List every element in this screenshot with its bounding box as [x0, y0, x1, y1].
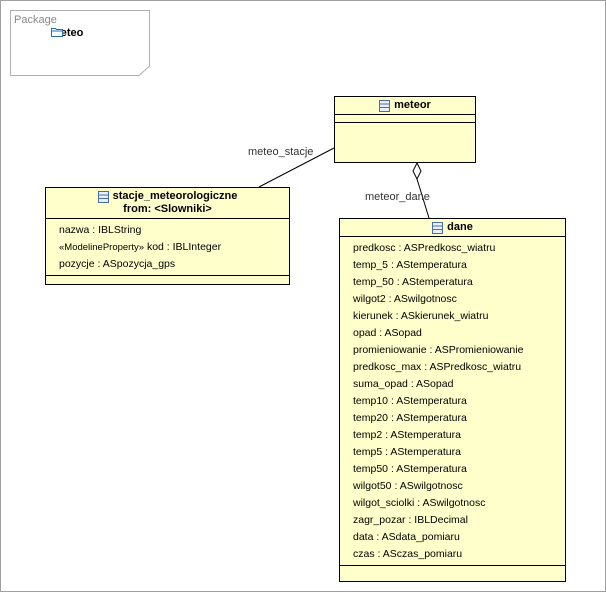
attributes-compartment: predkosc : ASPredkosc_wiatru temp_5 : ASt… — [340, 236, 565, 565]
class-header: meteor — [335, 97, 475, 114]
attribute[interactable]: wilgot50 : ASwilgotnosc — [353, 480, 463, 492]
class-icon — [432, 221, 444, 234]
class-icon — [379, 99, 391, 112]
attribute[interactable]: temp_5 : AStemperatura — [353, 259, 467, 271]
attribute[interactable]: opad : ASopad — [353, 327, 422, 339]
class-icon — [97, 190, 109, 203]
class-from: from: <Slowniki> — [123, 203, 212, 215]
package-shape — [10, 10, 150, 76]
attribute[interactable]: temp10 : AStemperatura — [353, 395, 467, 407]
attributes-compartment: nazwa : IBLString «ModelineProperty» kod… — [46, 218, 289, 275]
attribute[interactable]: suma_opad : ASopad — [353, 378, 454, 390]
attribute[interactable]: temp20 : AStemperatura — [353, 412, 467, 424]
attribute[interactable]: temp_50 : AStemperatura — [353, 276, 473, 288]
class-header: dane — [340, 219, 565, 236]
attribute[interactable]: predkosc_max : ASPredkosc_wiatru — [353, 361, 522, 373]
package-label: Package — [14, 14, 57, 26]
class-header: stacje_meteorologiczne from: <Slowniki> — [46, 188, 289, 218]
attribute[interactable]: pozycje : ASpozycja_gps — [59, 258, 176, 270]
attribute[interactable]: temp5 : AStemperatura — [353, 446, 461, 458]
attribute[interactable]: temp50 : AStemperatura — [353, 463, 467, 475]
attribute[interactable]: zagr_pozar : IBLDecimal — [353, 514, 468, 526]
attribute[interactable]: kierunek : ASkierunek_wiatru — [353, 310, 489, 322]
operations-compartment — [340, 565, 565, 566]
attribute[interactable]: promieniowanie : ASPromieniowanie — [353, 344, 524, 356]
attribute[interactable]: czas : ASczas_pomiaru — [353, 548, 463, 560]
package-name[interactable]: meteo — [51, 27, 83, 39]
class-dane[interactable]: dane predkosc : ASPredkosc_wiatru temp_5 … — [339, 218, 566, 582]
attribute[interactable]: nazwa : IBLString — [59, 224, 142, 236]
attribute[interactable]: data : ASdata_pomiaru — [353, 531, 460, 543]
attribute[interactable]: wilgot2 : ASwilgotnosc — [353, 293, 457, 305]
package-frame[interactable]: Package meteo — [10, 10, 150, 76]
class-name: stacje_meteorologiczne — [112, 190, 238, 202]
attribute-stereotype: «ModelineProperty» — [59, 242, 145, 253]
folder-icon — [51, 28, 63, 37]
class-name: dane — [447, 221, 473, 233]
aggregation-diamond — [412, 161, 422, 181]
operations-compartment — [46, 275, 289, 276]
attribute[interactable]: predkosc : ASPredkosc_wiatru — [353, 242, 496, 254]
class-name: meteor — [394, 99, 431, 111]
association-label-meteo-stacje[interactable]: meteo_stacje — [248, 146, 314, 158]
operations-compartment — [335, 122, 475, 123]
attribute[interactable]: «ModelineProperty» kod : IBLInteger — [46, 239, 289, 256]
class-stacje-meteorologiczne[interactable]: stacje_meteorologiczne from: <Slowniki> … — [45, 187, 290, 285]
attributes-compartment — [335, 114, 475, 122]
attribute[interactable]: wilgot_sciolki : ASwilgotnosc — [353, 497, 486, 509]
class-meteor[interactable]: meteor — [334, 96, 476, 163]
attribute-text: kod : IBLInteger — [144, 241, 222, 253]
attribute[interactable]: temp2 : AStemperatura — [353, 429, 461, 441]
association-label-meteor-dane[interactable]: meteor_dane — [365, 191, 430, 203]
